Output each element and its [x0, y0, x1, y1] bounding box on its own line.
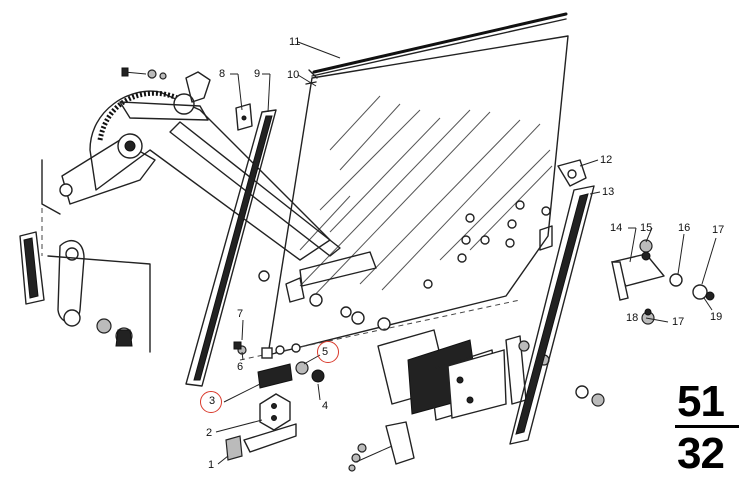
callout-18: 18	[626, 312, 639, 324]
main-group-number: 51	[677, 377, 725, 426]
sub-group-number: 32	[677, 429, 725, 478]
group-divider-line	[675, 425, 739, 428]
callout-19: 19	[710, 311, 723, 323]
callout-7: 7	[237, 308, 244, 320]
highlight-circle-part-3	[200, 391, 222, 413]
callout-17-bottom: 17	[672, 316, 685, 328]
callout-16: 16	[678, 222, 691, 234]
highlight-circle-part-5	[317, 341, 339, 363]
callout-11: 11	[289, 36, 301, 48]
callout-13: 13	[602, 186, 615, 198]
callout-8: 8	[219, 68, 226, 80]
guide-clip	[235, 103, 253, 131]
callout-17-top: 17	[712, 224, 725, 236]
window-regulator-mechanism	[41, 67, 341, 261]
callout-leader-lines	[215, 41, 717, 465]
glass-clamp-parts	[225, 341, 325, 461]
callout-1: 1	[208, 459, 215, 471]
callout-4: 4	[322, 400, 329, 412]
callout-9: 9	[254, 68, 261, 80]
callout-2: 2	[206, 427, 213, 439]
lift-channel-bracket	[239, 251, 521, 361]
regulator-carrier-plates	[348, 329, 550, 472]
callout-6: 6	[237, 361, 244, 373]
front-guide-rail	[185, 109, 277, 387]
window-top-seal	[308, 12, 568, 79]
callout-15: 15	[640, 222, 653, 234]
crank-handle-parts	[19, 231, 151, 353]
callout-12: 12	[600, 154, 613, 166]
rear-guide-channel	[509, 159, 605, 445]
callout-10: 10	[287, 69, 300, 81]
callout-14: 14	[610, 222, 623, 234]
window-glass	[267, 35, 569, 356]
